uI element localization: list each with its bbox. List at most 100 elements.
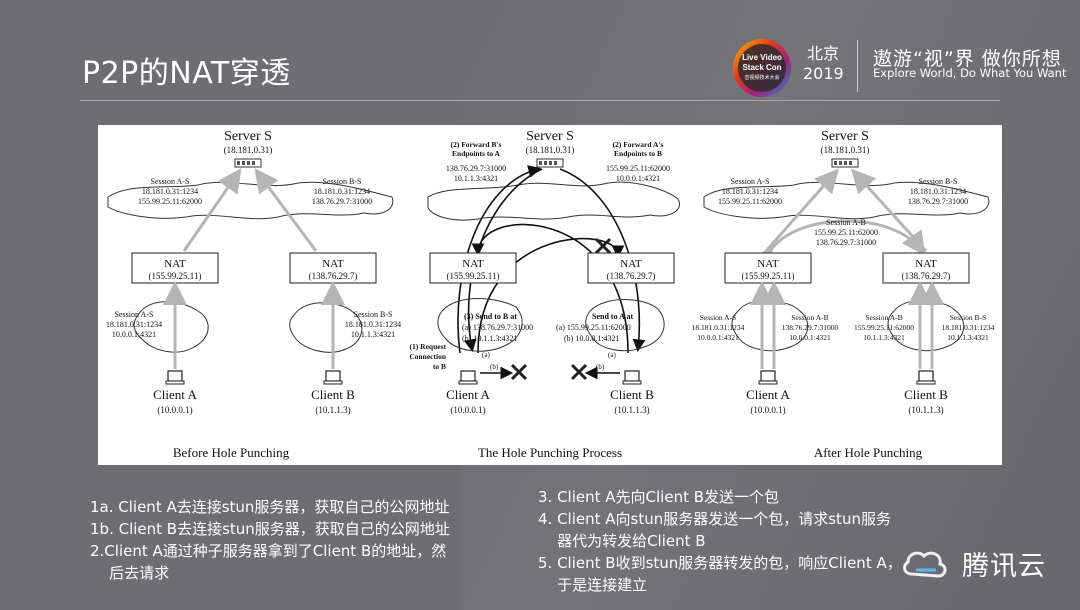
- svg-text:Session A-S: Session A-S: [700, 313, 736, 322]
- mark-a-left: (a): [482, 351, 490, 359]
- svg-text:Session A-S: Session A-S: [151, 177, 190, 186]
- svg-text:138.76.29.7:31000: 138.76.29.7:31000: [312, 197, 372, 206]
- svg-text:NAT: NAT: [462, 258, 484, 270]
- note-2-cont: 后去请求: [90, 564, 170, 582]
- svg-text:Send to A at: Send to A at: [592, 312, 633, 321]
- client-a-ip: (10.0.0.1): [157, 405, 192, 415]
- svg-text:18.181.0.31:1234: 18.181.0.31:1234: [942, 323, 995, 332]
- svg-text:18.181.0.31:1234: 18.181.0.31:1234: [142, 187, 198, 196]
- title-divider: [80, 100, 1000, 101]
- svg-text:Session A-B: Session A-B: [865, 313, 902, 322]
- svg-text:Endpoints to A: Endpoints to A: [452, 149, 501, 158]
- note-5-cont: 于是连接建立: [538, 576, 648, 594]
- client-a-label: Client A: [446, 387, 490, 402]
- svg-text:155.99.25.11:62000: 155.99.25.11:62000: [606, 164, 670, 173]
- svg-text:10.0.0.1:4321: 10.0.0.1:4321: [112, 330, 156, 339]
- session-a-arrow: [182, 168, 242, 252]
- blocked-x-right: [570, 363, 588, 381]
- session-ab-arrow: [749, 219, 926, 273]
- bottom-session-b1: Session A-B 155.99.25.11:62000 10.1.1.3:…: [854, 313, 914, 342]
- server-ip: (18.181.0.31): [526, 145, 575, 155]
- panel-caption: Before Hole Punching: [173, 445, 290, 460]
- client-b-computer-icon: [622, 370, 642, 385]
- tencent-cloud-logo-icon: [903, 551, 947, 578]
- svg-text:10.0.0.1:4321: 10.0.0.1:4321: [616, 174, 660, 183]
- client-b-computer-icon: [916, 370, 936, 385]
- svg-text:18.181.0.31:1234: 18.181.0.31:1234: [692, 323, 745, 332]
- logo-line2: Stack Con: [742, 63, 781, 72]
- svg-text:Session A-B: Session A-B: [826, 218, 866, 227]
- send-to-b-label: (3) Send to B at (a) 138.76.29.7:31000 (…: [462, 312, 533, 343]
- slide-title: P2P的NAT穿透: [82, 56, 291, 91]
- svg-text:(a) 155.99.25.11:62000: (a) 155.99.25.11:62000: [556, 323, 631, 332]
- svg-text:NAT: NAT: [620, 258, 642, 270]
- mid-session-ab: Session A-B 155.99.25.11:62000 138.76.29…: [814, 218, 878, 247]
- panel-process: Server S (18.181.0.31) (2) Forward B's E…: [409, 129, 680, 460]
- svg-text:(a) 138.76.29.7:31000: (a) 138.76.29.7:31000: [462, 323, 533, 332]
- svg-text:138.76.29.7:31000: 138.76.29.7:31000: [782, 323, 839, 332]
- bottom-session-a1: Session A-S 18.181.0.31:1234 10.0.0.1:43…: [692, 313, 745, 342]
- server-ip: (18.181.0.31): [821, 145, 870, 155]
- forward-a-endpoints: 155.99.25.11:62000 10.0.0.1:4321: [606, 164, 670, 183]
- internet-cloud: [703, 181, 990, 220]
- svg-text:Session B-S: Session B-S: [919, 177, 958, 186]
- client-a-computer-icon: [165, 370, 185, 385]
- slogan-english: Explore World, Do What You Want: [873, 66, 1067, 80]
- logo-line3: 音视频技术大会: [744, 74, 779, 81]
- client-a-ip: (10.0.0.1): [750, 405, 785, 415]
- note-4-cont: 器代为转发给Client B: [538, 532, 706, 550]
- top-session-a: Session A-S 18.181.0.31:1234 155.99.25.1…: [718, 177, 782, 206]
- svg-text:18.181.0.31:1234: 18.181.0.31:1234: [910, 187, 966, 196]
- svg-text:138.76.29.7:31000: 138.76.29.7:31000: [908, 197, 968, 206]
- nat-traversal-figure: Server S (18.181.0.31) Session A-S 18.18…: [98, 125, 1002, 465]
- panel-caption: After Hole Punching: [814, 445, 923, 460]
- svg-text:Session A-B: Session A-B: [791, 313, 828, 322]
- svg-text:10.0.0.1:4321: 10.0.0.1:4321: [697, 333, 739, 342]
- client-b-ip: (10.1.1.3): [315, 405, 350, 415]
- event-city-year: 北京 2019: [803, 44, 844, 84]
- svg-text:Session B-S: Session B-S: [323, 177, 362, 186]
- svg-text:(1) Request: (1) Request: [410, 342, 447, 351]
- client-a-computer-icon: [758, 370, 778, 385]
- svg-text:NAT: NAT: [322, 258, 344, 270]
- svg-text:(155.99.25.11): (155.99.25.11): [149, 271, 202, 281]
- nat-b-box: [587, 252, 675, 284]
- mark-b-left: (b): [490, 363, 499, 371]
- svg-text:NAT: NAT: [915, 258, 937, 270]
- event-year: 2019: [803, 64, 844, 83]
- blocked-x-left: [510, 363, 528, 381]
- bottom-session-b2: Session B-S 18.181.0.31:1234 10.1.1.3:43…: [942, 313, 995, 342]
- note-1b: 1b. Client B去连接stun服务器，获取自己的公网地址: [90, 520, 450, 538]
- svg-text:18.181.0.31:1234: 18.181.0.31:1234: [722, 187, 778, 196]
- logo-core: [738, 44, 786, 92]
- note-2: 2.Client A通过种子服务器拿到了Client B的地址，然: [90, 542, 447, 560]
- svg-text:138.76.29.7:31000: 138.76.29.7:31000: [446, 164, 506, 173]
- svg-text:155.99.25.11:62000: 155.99.25.11:62000: [854, 323, 914, 332]
- lan-b-cloud: [585, 299, 665, 352]
- svg-text:(b) 10.1.1.3:4321: (b) 10.1.1.3:4321: [462, 334, 518, 343]
- svg-text:10.1.1.3:4321: 10.1.1.3:4321: [947, 333, 989, 342]
- svg-text:(138.76.29.7): (138.76.29.7): [902, 271, 951, 281]
- note-1a: 1a. Client A去连接stun服务器，获取自己的公网地址: [90, 498, 450, 516]
- session-b-arrow: [254, 168, 318, 252]
- server-icon: [234, 158, 262, 168]
- panel-after: Server S (18.181.0.31) Session A-S 18.18…: [692, 129, 995, 460]
- notes-right: 3. Client A先向Client B发送一个包 4. Client A向s…: [538, 486, 902, 596]
- server-label: Server S: [526, 129, 574, 144]
- client-a-label: Client A: [746, 387, 790, 402]
- server-icon: [536, 158, 564, 168]
- client-a-ip: (10.0.0.1): [450, 405, 485, 415]
- svg-text:18.181.0.31:1234: 18.181.0.31:1234: [314, 187, 370, 196]
- server-icon: [831, 158, 859, 168]
- svg-text:155.99.25.11:62000: 155.99.25.11:62000: [138, 197, 202, 206]
- client-b-label: Client B: [904, 387, 948, 402]
- header-separator: [857, 40, 858, 92]
- mark-a-right: (a): [608, 351, 616, 359]
- send-to-a-arrow: [471, 223, 629, 354]
- request-arrow: [457, 165, 542, 354]
- nat-a-box: [429, 252, 517, 284]
- bottom-session-b: Session B-S 18.181.0.31:1234 10.1.1.3:43…: [345, 310, 401, 339]
- send-to-b-arrow: [477, 237, 625, 354]
- svg-text:(2) Forward A's: (2) Forward A's: [613, 140, 664, 149]
- client-b-label: Client B: [610, 387, 654, 402]
